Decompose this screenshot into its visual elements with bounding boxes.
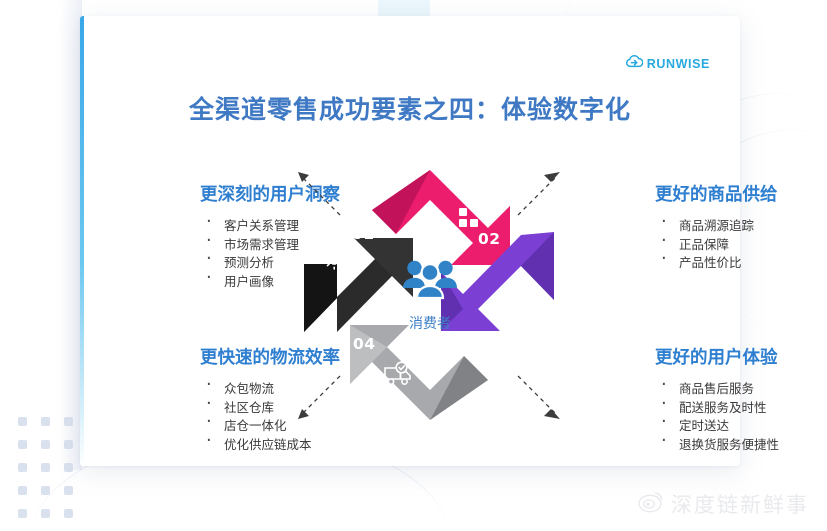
section-heading: 更快速的物流效率 — [200, 348, 340, 368]
bullet-list: 众包物流 社区仓库 店仓一体化 优化供应链成本 — [200, 376, 340, 455]
bullet-list: 商品售后服务 配送服务及时性 定时送达 退换货服务便捷性 — [655, 376, 779, 455]
section-faster-logistics: 更快速的物流效率 众包物流 社区仓库 店仓一体化 优化供应链成本 — [200, 344, 340, 454]
list-item: 社区仓库 — [200, 395, 340, 418]
bullet-list: 商品溯源追踪 正品保障 产品性价比 — [655, 213, 778, 273]
background-dot — [18, 417, 27, 426]
section-heading: 更好的用户体验 — [655, 348, 778, 368]
section-heading: 更深刻的用户洞察 — [200, 185, 340, 205]
cycle-step-04 — [350, 325, 488, 420]
list-item: 优化供应链成本 — [200, 432, 340, 455]
list-item: 配送服务及时性 — [655, 395, 779, 418]
grid-squares-icon — [459, 202, 480, 227]
weibo-eye-icon — [638, 491, 664, 518]
background-dot-grid — [18, 417, 138, 518]
background-dot — [41, 417, 50, 426]
background-dot — [41, 509, 50, 518]
list-item: 商品售后服务 — [655, 376, 779, 399]
list-item: 用户画像 — [200, 269, 340, 292]
section-better-product-supply: 更好的商品供给 商品溯源追踪 正品保障 产品性价比 — [655, 181, 778, 273]
background-dot — [64, 486, 73, 495]
list-item: 众包物流 — [200, 376, 340, 399]
weibo-watermark: 深度链新鲜事 — [638, 489, 809, 519]
consumer-cycle-diagram: 01 02 03 04 消费者 — [296, 168, 564, 423]
smiley-face-icon — [497, 312, 521, 336]
section-heading: 更好的商品供给 — [655, 185, 778, 205]
runwise-logo: RUNWISE — [625, 54, 710, 74]
dashed-connectors — [301, 176, 557, 415]
background-dot — [41, 463, 50, 472]
section-better-user-experience: 更好的用户体验 商品售后服务 配送服务及时性 定时送达 退换货服务便捷性 — [655, 344, 779, 454]
list-item: 商品溯源追踪 — [655, 213, 778, 236]
dashed-connector-arrowheads — [298, 172, 560, 419]
list-item: 退换货服务便捷性 — [655, 432, 779, 455]
step-number-01: 01 — [352, 225, 375, 243]
card-accent-bar — [80, 16, 84, 466]
list-item: 店仓一体化 — [200, 413, 340, 436]
background-dot — [64, 509, 73, 518]
background-shadow-left — [60, 0, 82, 470]
background-dot — [64, 417, 73, 426]
list-item: 客户关系管理 — [200, 213, 340, 236]
background-dot — [18, 509, 27, 518]
background-dot — [41, 440, 50, 449]
logo-text: RUNWISE — [646, 57, 710, 71]
center-label: 消费者 — [409, 316, 451, 332]
list-item: 正品保障 — [655, 232, 778, 255]
cycle-step-01 — [304, 238, 413, 332]
list-item: 市场需求管理 — [200, 232, 340, 255]
background-dot — [64, 440, 73, 449]
page-title: 全渠道零售成功要素之四：体验数字化 — [188, 95, 631, 124]
background-dot — [64, 463, 73, 472]
lightbulb-icon — [323, 249, 345, 270]
list-item: 预测分析 — [200, 250, 340, 273]
step-number-03: 03 — [478, 336, 501, 354]
watermark-text: 深度链新鲜事 — [671, 493, 809, 517]
background-dot — [18, 440, 27, 449]
background-dot — [18, 486, 27, 495]
background-dot — [18, 463, 27, 472]
step-number-04: 04 — [353, 335, 376, 353]
delivery-truck-icon — [384, 361, 411, 385]
bullet-list: 客户关系管理 市场需求管理 预测分析 用户画像 — [200, 213, 340, 292]
section-deeper-user-insight: 更深刻的用户洞察 客户关系管理 市场需求管理 预测分析 用户画像 — [200, 181, 340, 291]
background-dot — [41, 486, 50, 495]
cloud-arrow-icon — [625, 54, 644, 74]
list-item: 产品性价比 — [655, 250, 778, 273]
cycle-step-02 — [372, 170, 510, 265]
cycle-svg — [298, 170, 560, 420]
step-number-02: 02 — [478, 230, 501, 248]
people-group-icon — [402, 258, 458, 304]
list-item: 定时送达 — [655, 413, 779, 436]
